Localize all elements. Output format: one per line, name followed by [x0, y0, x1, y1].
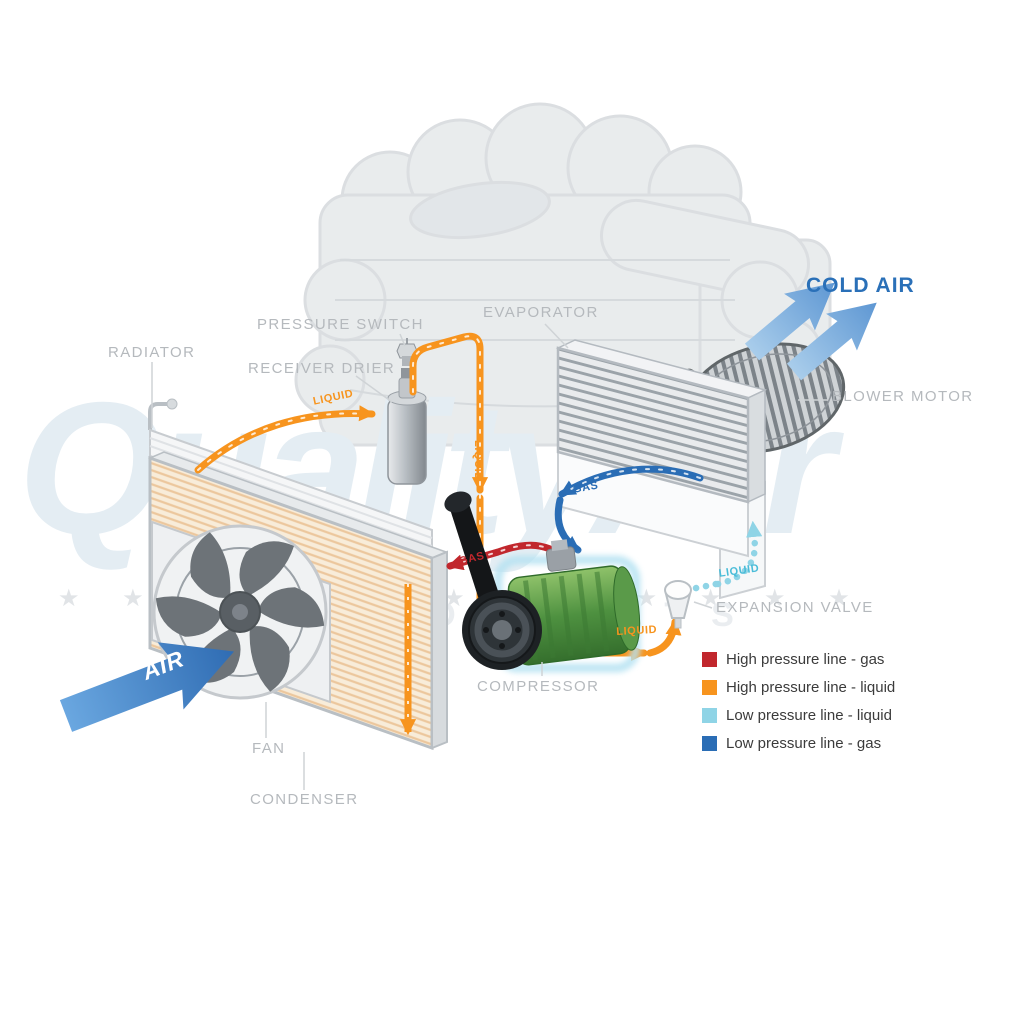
compressor-part	[444, 491, 641, 673]
leader-lines	[151, 323, 828, 790]
flow-label-liquid-3: LIQUID	[616, 623, 658, 638]
legend-row-high-liquid: High pressure line - liquid	[702, 679, 895, 696]
legend-swatch-blue	[702, 736, 717, 751]
receiver-drier-part	[387, 368, 427, 485]
cold-air-label: COLD AIR	[806, 274, 915, 297]
legend-row-high-gas: High pressure line - gas	[702, 651, 895, 668]
legend-label-low-liquid: Low pressure line - liquid	[726, 707, 892, 724]
legend-swatch-lightblue	[702, 708, 717, 723]
legend-row-low-liquid: Low pressure line - liquid	[702, 707, 895, 724]
fan-label: FAN	[252, 740, 286, 757]
evaporator-part	[555, 339, 768, 600]
receiver-drier-label: RECEIVER DRIER	[248, 360, 396, 377]
legend-swatch-orange	[702, 680, 717, 695]
legend-label-high-liquid: High pressure line - liquid	[726, 679, 896, 696]
flow-label-liquid-2: LIQUID	[472, 440, 484, 481]
legend-label-high-gas: High pressure line - gas	[726, 651, 885, 668]
legend-label-low-gas: Low pressure line - gas	[726, 735, 882, 752]
expansion-valve-label: EXPANSION VALVE	[716, 599, 874, 616]
pressure-switch-label: PRESSURE SWITCH	[257, 316, 424, 333]
legend-swatch-red	[702, 652, 717, 667]
condenser-label: CONDENSER	[250, 791, 359, 808]
evaporator-label: EVAPORATOR	[483, 304, 599, 321]
air-arrow	[59, 642, 235, 732]
legend: High pressure line - gas High pressure l…	[702, 651, 895, 752]
expansion-valve-part	[664, 580, 692, 629]
legend-row-low-gas: Low pressure line - gas	[702, 735, 895, 752]
cold-air-arrows	[744, 282, 877, 381]
compressor-label: COMPRESSOR	[477, 678, 600, 695]
blower-motor-label: BLOWER MOTOR	[832, 388, 974, 405]
radiator-label: RADIATOR	[108, 344, 196, 361]
